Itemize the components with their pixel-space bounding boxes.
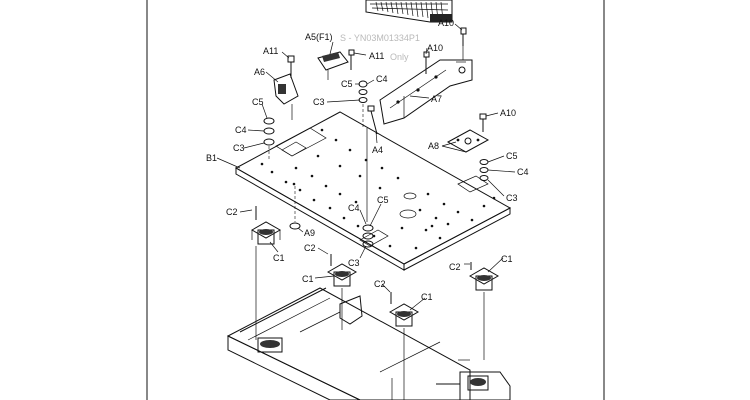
label-c2-center: C2 bbox=[304, 243, 316, 253]
label-c4-upper: C4 bbox=[376, 74, 388, 84]
label-a8: A8 bbox=[428, 141, 439, 151]
mount-c1-lower bbox=[388, 292, 420, 327]
nut-a9 bbox=[289, 186, 301, 230]
label-a6: A6 bbox=[254, 67, 265, 77]
label-c3-upper: C3 bbox=[313, 97, 325, 107]
label-c4-right: C4 bbox=[517, 167, 529, 177]
watermark: S - YN03M01334P1 Only bbox=[340, 33, 420, 62]
mount-c1-center bbox=[326, 254, 358, 287]
label-c2-left: C2 bbox=[226, 207, 238, 217]
bracket-a6 bbox=[273, 73, 299, 120]
plate-a8 bbox=[446, 129, 490, 153]
bolt-a10-top bbox=[460, 27, 467, 46]
washer-stack-center bbox=[362, 224, 374, 248]
hinge-a5 bbox=[317, 51, 349, 80]
top-grating-part bbox=[365, 0, 453, 23]
alignment-lines bbox=[255, 46, 485, 400]
page-frame bbox=[146, 0, 605, 400]
callout-labels: A10 A5(F1) A11 A11 A10 A6 C5 C4 C3 A7 A1… bbox=[206, 18, 529, 302]
mount-c1-right bbox=[468, 262, 500, 291]
label-c2-lower: C2 bbox=[374, 279, 386, 289]
label-a10-top: A10 bbox=[438, 18, 454, 28]
watermark-line2: Only bbox=[390, 52, 409, 62]
lower-frame bbox=[226, 287, 511, 400]
leader-lines bbox=[216, 23, 516, 311]
washer-stack-upper bbox=[358, 80, 368, 128]
label-a7: A7 bbox=[431, 94, 442, 104]
washer-stack-left bbox=[263, 117, 275, 160]
label-c1-left: C1 bbox=[273, 253, 285, 263]
bolt-a11-mid bbox=[348, 49, 355, 70]
label-c5-upper: C5 bbox=[341, 79, 353, 89]
bolt-a10-right bbox=[479, 113, 487, 132]
label-c3-center: C3 bbox=[348, 258, 360, 268]
label-c1-right: C1 bbox=[501, 254, 513, 264]
label-c3-right: C3 bbox=[506, 193, 518, 203]
label-c5-right: C5 bbox=[506, 151, 518, 161]
label-a5f1: A5(F1) bbox=[305, 32, 333, 42]
washer-stack-right bbox=[479, 159, 489, 181]
label-c1-center: C1 bbox=[302, 274, 314, 284]
label-c2-right: C2 bbox=[449, 262, 461, 272]
label-a11-left: A11 bbox=[263, 46, 278, 56]
mount-c1-left bbox=[250, 206, 282, 245]
label-a9: A9 bbox=[304, 228, 315, 238]
label-c5-left: C5 bbox=[252, 97, 264, 107]
label-c5-center: C5 bbox=[377, 195, 389, 205]
label-a4: A4 bbox=[372, 145, 383, 155]
label-c3-left: C3 bbox=[233, 143, 245, 153]
label-b1: B1 bbox=[206, 153, 217, 163]
bolt-a4 bbox=[367, 105, 378, 135]
label-a10-mid: A10 bbox=[427, 43, 443, 53]
label-a11-mid: A11 bbox=[369, 51, 384, 61]
label-c4-center: C4 bbox=[348, 203, 360, 213]
plate-a7 bbox=[379, 59, 473, 125]
watermark-line1: S - YN03M01334P1 bbox=[340, 33, 420, 43]
base-plate-b1 bbox=[234, 111, 512, 271]
label-a10-right: A10 bbox=[500, 108, 516, 118]
label-c1-lower: C1 bbox=[421, 292, 433, 302]
label-c4-left: C4 bbox=[235, 125, 247, 135]
